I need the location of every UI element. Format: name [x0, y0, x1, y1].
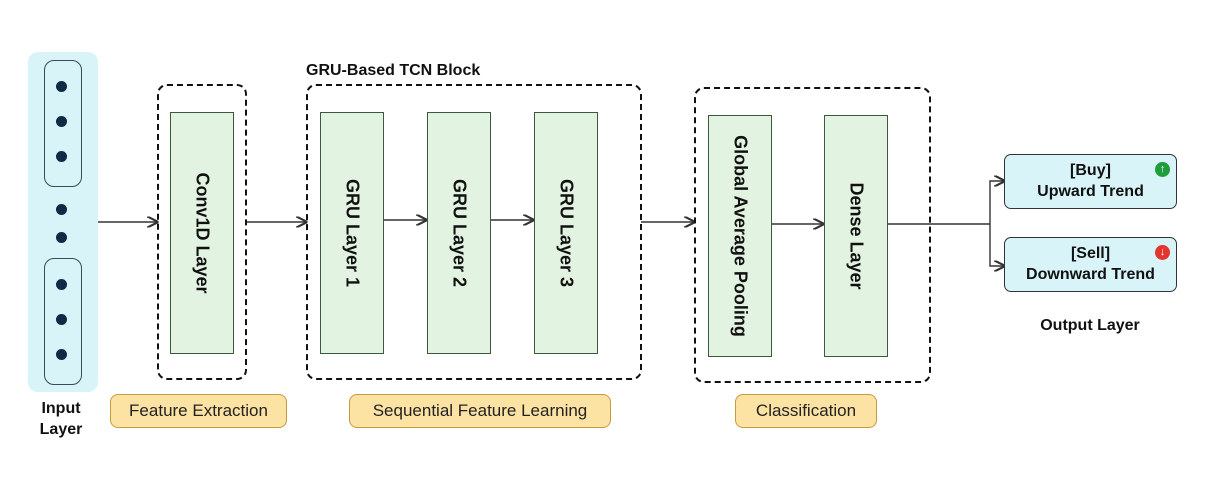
dense-layer: Dense Layer: [824, 115, 888, 357]
global-average-pooling-label: Global Average Pooling: [730, 135, 751, 337]
buy-trend-label: Upward Trend: [1037, 183, 1144, 200]
sequential-learning-tag: Sequential Feature Learning: [349, 394, 611, 428]
dense-layer-label: Dense Layer: [846, 182, 867, 290]
sell-trend-label: Downward Trend: [1026, 266, 1155, 283]
input-label-line1: Input: [41, 400, 81, 417]
global-average-pooling-layer: Global Average Pooling: [708, 115, 772, 357]
feature-extraction-tag: Feature Extraction: [110, 394, 287, 428]
up-arrow-icon: ↑: [1155, 162, 1170, 177]
classification-block: [694, 87, 931, 383]
input-neuron: [56, 204, 67, 215]
feature-extraction-block: [157, 84, 247, 380]
input-layer-panel: [28, 52, 98, 392]
gru-layer-1-label: GRU Layer 1: [342, 178, 363, 288]
arrow-to-buy: [989, 181, 1004, 224]
gru-layer-2: GRU Layer 2: [427, 112, 491, 354]
input-neuron-group-top: [44, 60, 82, 187]
output-layer-label: Output Layer: [1040, 317, 1140, 334]
tcn-block-title: GRU-Based TCN Block: [306, 62, 481, 79]
input-layer-label: Input Layer: [20, 398, 102, 440]
input-neuron: [56, 116, 67, 127]
gru-layer-1: GRU Layer 1: [320, 112, 384, 354]
input-neuron: [56, 81, 67, 92]
input-neuron: [56, 279, 67, 290]
input-neuron: [56, 349, 67, 360]
input-neuron: [56, 232, 67, 243]
conv1d-layer: Conv1D Layer: [170, 112, 234, 354]
input-neuron: [56, 151, 67, 162]
down-arrow-icon: ↓: [1155, 245, 1170, 260]
gru-layer-3: GRU Layer 3: [534, 112, 598, 354]
gru-layer-3-label: GRU Layer 3: [556, 178, 577, 288]
buy-label: [Buy]: [1070, 162, 1111, 179]
arrow-to-sell: [989, 224, 1004, 266]
classification-tag: Classification: [735, 394, 877, 428]
sell-output-box: [Sell] Downward Trend ↓: [1004, 237, 1177, 292]
buy-output-box: [Buy] Upward Trend ↑: [1004, 154, 1177, 209]
conv1d-layer-label: Conv1D Layer: [192, 172, 213, 294]
sell-label: [Sell]: [1070, 245, 1111, 262]
input-label-line2: Layer: [39, 421, 83, 438]
input-neuron-group-bottom: [44, 258, 82, 385]
input-neuron: [56, 314, 67, 325]
gru-layer-2-label: GRU Layer 2: [449, 178, 470, 288]
tcn-block: [306, 84, 642, 380]
